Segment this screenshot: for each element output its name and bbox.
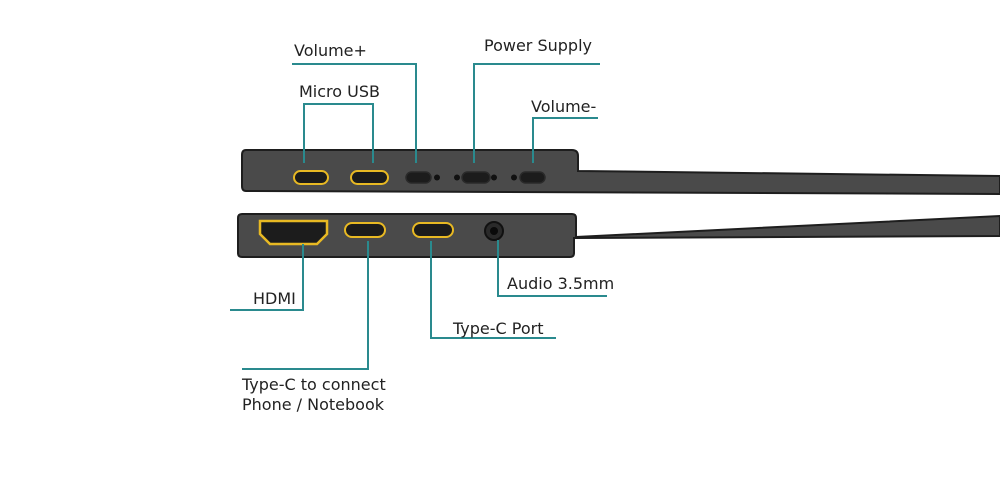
volume-minus-button (519, 171, 546, 184)
monitor-top-edge (241, 149, 1000, 196)
volume-minus-leader (532, 117, 598, 163)
indicator-dot-2 (454, 174, 460, 181)
label-power-supply: Power Supply (484, 36, 592, 55)
volume-plus-leader (292, 63, 417, 163)
type-c-port-leader (430, 241, 556, 339)
power-button (461, 171, 491, 184)
indicator-dot-3 (491, 174, 497, 181)
type-c-port-1 (344, 222, 386, 238)
label-micro-usb: Micro USB (299, 82, 380, 101)
label-audio: Audio 3.5mm (507, 274, 615, 293)
label-type-c-port: Type-C Port (453, 319, 544, 338)
audio-leader (497, 240, 607, 297)
hdmi-leader (230, 244, 304, 311)
micro-usb-port-2 (350, 170, 389, 185)
hdmi-port (258, 219, 329, 246)
power-supply-leader (473, 63, 600, 163)
label-type-c-connect: Type-C to connect Phone / Notebook (242, 375, 386, 414)
label-volume-minus: Volume- (531, 97, 597, 116)
label-hdmi: HDMI (253, 289, 296, 308)
micro-usb-leader (303, 103, 374, 163)
indicator-dot-4 (511, 174, 517, 181)
leader-lines (230, 63, 607, 370)
indicator-dot-1 (434, 174, 440, 181)
micro-usb-port-1 (293, 170, 329, 185)
type-c-connect-leader (242, 241, 369, 370)
audio-jack-hole (490, 227, 498, 235)
volume-plus-button (405, 171, 432, 184)
type-c-port-2 (412, 222, 454, 238)
label-volume-plus: Volume+ (294, 41, 367, 60)
